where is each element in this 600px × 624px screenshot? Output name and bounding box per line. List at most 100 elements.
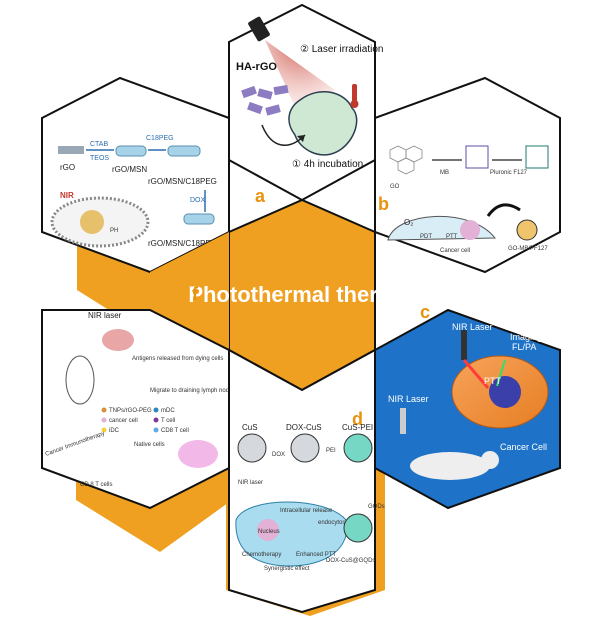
panel-d-synergistic: Synergistic effect [264,566,310,572]
panel-c-cancer-cell: Cancer Cell [500,442,547,452]
dox-cus-particle [290,433,320,463]
panel-c-fl-pa: FL/PA [512,342,536,352]
panel-b-mb: MB [440,170,449,176]
drug-loaded-particle [183,213,215,225]
panel-d-intracellular: Intracellular release [280,508,333,514]
thermometer-bulb [350,100,359,108]
cell-d [235,501,348,567]
panel-d-endocytosis: endocytosis [318,520,350,526]
rgo-msn-c18peg-sheet [167,145,201,157]
dox-cus-gqds-particle [343,513,373,543]
legend-e-5: CD8 T cell [161,428,189,434]
panel-d-dox-cus: DOX-CuS [286,423,322,432]
panel-e-migrate: Migrate to draining lymph node [150,388,233,394]
hex-panel-e: NIR laser Antigens released from dying c… [41,309,245,510]
panel-c-imaging: Imaging [510,332,542,342]
panel-b-pdt: PDT [420,234,432,240]
panel-d-gqds: GQDs [368,504,385,510]
legend-e-2: cancer cell [109,418,138,424]
panel-f-nir: NIR [60,191,74,200]
go-mb-pf127-sheet [525,145,549,169]
mouse-head [481,451,499,469]
panel-f-ctab: CTAB [90,141,108,148]
hex-panel-f: rGO CTAB TEOS rGO/MSN C18PEG rGO/MSN/C18… [41,76,243,274]
panel-d-nucleus: Nucleus [258,529,280,535]
panel-a-material: HA-rGO [236,61,277,73]
panel-c-ptt: PTT [484,376,502,386]
panel-d-pei: PEI [326,448,336,454]
legend-e-1: mDC [161,408,175,414]
hex-center-left-fill [150,232,229,350]
panel-d-cus: CuS [242,423,258,432]
panel-e-nir-laser: NIR laser [88,311,122,320]
mouse-body [410,452,490,480]
panel-c-letter: c [420,302,430,322]
panel-e-cd8: CD 8 T cells [80,482,112,488]
panel-b-cancer-cell: Cancer cell [440,248,470,254]
thermometer-icon [352,84,357,102]
rgo-msn-sheet [115,145,147,157]
panel-b-pluronic: Pluronic F127 [490,170,528,176]
panel-d-dox: DOX [272,452,285,458]
panel-b-o2: O₂ [404,218,413,227]
panel-c-nir-laser-left: NIR Laser [388,394,429,404]
panel-e-antigens: Antigens released from dying cells [132,356,223,362]
go-lattice [389,145,423,175]
incubation-arrowhead [297,135,305,142]
panel-f-ph: PH [110,228,118,234]
panel-b-go: GO [390,184,400,190]
panel-d-chemotherapy: Chemotherapy [242,552,281,558]
imaging-beam [496,359,506,387]
panel-a-step1: ① 4h incubation [292,159,363,170]
nanosheet-cluster [241,84,289,116]
tumor-e [102,329,134,351]
laser-device [248,16,270,42]
panel-f-c18peg: C18PEG [146,135,174,142]
hex-panel-c: NIR Laser Imaging FL/PA PTT NIR Laser Ca… [374,302,561,510]
hex-panel-b: GO MB Pluronic F127 O₂ PDT PTT Cancer ce… [374,76,561,274]
lymph-node [178,440,218,468]
laser-device-c [461,330,467,360]
panel-f-product: rGO/MSN/C18PEG@DOX [148,239,243,248]
panel-f-teos: TEOS [90,155,109,162]
panel-a-letter: a [255,186,266,206]
panel-e-native-cells: Native cells [134,442,165,448]
go-mb-pf127-particle [516,219,538,241]
mouse-outline [65,355,95,405]
cell-d-nucleus [257,519,279,541]
panel-d-product: DOX-CuS@GQDs [326,558,375,564]
hex-panel-a: HA-rGO ② Laser irradiation ① 4h incubati… [228,3,383,206]
laser-device-left [400,408,406,434]
panel-b-ptt: PTT [446,234,458,240]
rgo-sheet [58,146,84,154]
recycle-arrow [486,203,521,217]
legend-e-0: TNPs/rGO-PEG [109,408,152,414]
cell-nucleus [80,210,104,234]
panel-d-nir-laser: NIR laser [238,480,263,486]
legend-e-4: iDC [109,428,120,434]
legend-e: TNPs/rGO-PEG mDC cancer cell T cell iDC … [101,407,189,434]
panel-f-rgo-msn: rGO/MSN [112,165,147,174]
hex-b-border [374,76,561,274]
cus-particle [237,433,267,463]
panel-f-letter: f [192,284,199,304]
panel-d-enhanced-ptt: Enhanced PTT [296,552,336,558]
go-mb-sheet [465,145,489,169]
panel-c-nir-laser-top: NIR Laser [452,322,493,332]
cus-pei-particle [343,433,373,463]
panel-f-rgo-msn-c18peg: rGO/MSN/C18PEG [148,177,217,186]
panel-b-product: GO-MB/PF127 [508,246,548,252]
center-title: Photothermal therapy [188,282,416,307]
panel-d-cus-pei: CuS-PEI [342,423,373,432]
panel-f-rgo: rGO [60,163,75,172]
hex-center: Photothermal therapy [150,198,416,392]
panel-a-step2: ② Laser irradiation [300,44,383,55]
tumor-blob [288,91,358,156]
cancer-cell-b-nucleus [460,220,480,240]
panel-b-letter: b [378,194,389,214]
laser-beam-c [462,359,490,389]
hex-panel-d: f d CuS DOX-CuS CuS-PEI DOX PEI GQDs NIR… [192,284,385,614]
legend-e-3: T cell [161,418,175,424]
